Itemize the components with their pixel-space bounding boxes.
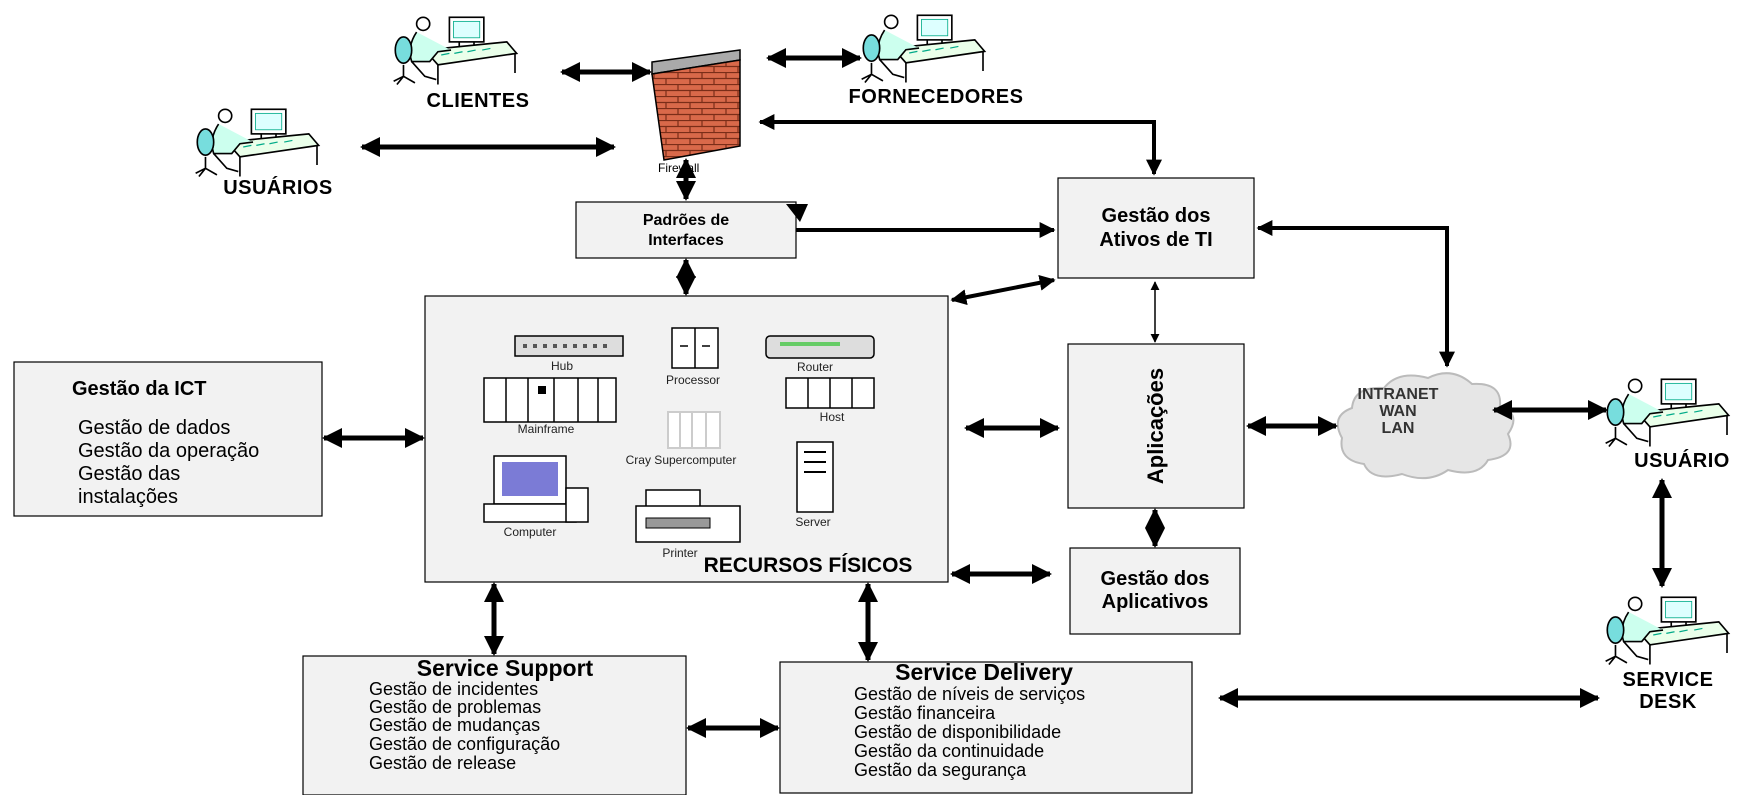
service-delivery-item: Gestão financeira [854, 703, 996, 723]
service-support-item: Gestão de configuração [369, 734, 560, 754]
gestao-aplicativos-line2: Aplicativos [1102, 591, 1209, 613]
fornecedores-actor: FORNECEDORES [849, 14, 1024, 108]
gestao-ativos-box: Gestão dos Ativos de TI [1057, 177, 1255, 279]
service-support-item: Gestão de incidentes [369, 679, 538, 699]
padroes-line1: Padrões de [643, 212, 729, 229]
service-delivery-box: Service Delivery Gestão de níveis de ser… [779, 659, 1193, 794]
clientes-actor: CLIENTES [392, 16, 530, 112]
service-desk-actor: SERVICE DESK [1604, 596, 1730, 713]
clientes-label: CLIENTES [427, 90, 530, 112]
hub-device: Hub [514, 335, 624, 373]
service-delivery-item: Gestão de disponibilidade [854, 722, 1061, 742]
service-support-item: Gestão de mudanças [369, 715, 540, 735]
printer-device: Printer [635, 489, 741, 560]
usuarios-label: USUÁRIOS [223, 176, 333, 199]
printer-label: Printer [662, 546, 697, 560]
aplicacoes-box: Aplicações [1067, 343, 1245, 509]
service-desk-label-line2: DESK [1639, 691, 1697, 713]
gestao-ict-title: Gestão da ICT [72, 378, 206, 400]
person-at-desk-icon [860, 14, 986, 84]
padroes-de-interfaces-box: Padrões de Interfaces [575, 201, 797, 259]
gestao-ativos-line2: Ativos de TI [1099, 229, 1212, 251]
processor-device: Processor [666, 327, 720, 387]
firewall-icon [651, 59, 741, 161]
hub-label: Hub [551, 359, 573, 373]
computer-label: Computer [504, 525, 557, 539]
network-cloud: INTRANET WAN LAN [1336, 372, 1515, 480]
connector-ativos-network [1256, 220, 1455, 368]
network-line2: WAN [1379, 403, 1416, 420]
service-support-title: Service Support [417, 655, 594, 681]
padroes-line2: Interfaces [648, 232, 724, 249]
firewall-label: Firewall [658, 161, 699, 175]
usuario-label: USUÁRIO [1634, 449, 1730, 472]
gestao-ict-box: Gestão da ICT Gestão de dados Gestão da … [13, 361, 323, 517]
service-support-item: Gestão de problemas [369, 697, 541, 717]
service-delivery-title: Service Delivery [895, 659, 1073, 685]
service-support-item: Gestão de release [369, 753, 516, 773]
mainframe-label: Mainframe [518, 422, 575, 436]
gestao-ict-item: Gestão da operação [78, 440, 259, 462]
service-delivery-item: Gestão da segurança [854, 760, 1027, 780]
gestao-aplicativos-line1: Gestão dos [1101, 568, 1210, 590]
gestao-aplicativos-box: Gestão dos Aplicativos [1069, 547, 1241, 635]
service-desk-label-line1: SERVICE [1623, 669, 1714, 691]
person-at-desk-icon [1604, 378, 1730, 448]
hub-icon [514, 335, 624, 357]
server-icon [796, 441, 834, 513]
connector-firewall-ativos [758, 114, 1162, 176]
gestao-ict-item: Gestão das [78, 463, 180, 485]
person-at-desk-icon [392, 16, 518, 86]
fornecedores-label: FORNECEDORES [849, 86, 1024, 108]
usuario-actor: USUÁRIO [1604, 378, 1730, 472]
person-at-desk-icon [1604, 596, 1730, 666]
service-delivery-item: Gestão da continuidade [854, 741, 1044, 761]
server-label: Server [795, 515, 830, 529]
router-device: Router [765, 335, 875, 374]
network-line1: INTRANET [1358, 386, 1439, 403]
gestao-ativos-line1: Gestão dos [1102, 205, 1211, 227]
mainframe-icon [483, 377, 617, 423]
host-label: Host [820, 410, 845, 424]
service-delivery-item: Gestão de níveis de serviços [854, 684, 1085, 704]
router-icon [765, 335, 875, 359]
firewall: Firewall [651, 49, 741, 175]
cray-label: Cray Supercomputer [626, 453, 737, 467]
router-label: Router [797, 360, 833, 374]
connector-recursos-ativos [950, 274, 1056, 306]
processor-label: Processor [666, 373, 720, 387]
aplicacoes-label: Aplicações [1143, 368, 1168, 484]
cray-device: Cray Supercomputer [626, 411, 737, 467]
network-line3: LAN [1382, 420, 1415, 437]
recursos-fisicos-box: Hub Processor Router Mainframe Host Cray… [424, 295, 949, 583]
person-at-desk-icon [194, 108, 320, 178]
padroes-corner-arrow-icon [786, 204, 808, 222]
gestao-ict-item: instalações [78, 486, 178, 508]
connectors [322, 48, 1672, 738]
computer-device: Computer [483, 455, 589, 539]
host-device: Host [785, 377, 875, 424]
cray-supercomputer-icon [667, 411, 721, 449]
service-support-box: Service Support Gestão de incidentes Ges… [302, 655, 687, 795]
server-device: Server [795, 441, 834, 529]
usuarios-actor: USUÁRIOS [194, 108, 333, 199]
gestao-ict-item: Gestão de dados [78, 417, 230, 439]
recursos-fisicos-title: RECURSOS FÍSICOS [704, 554, 913, 577]
mainframe-device: Mainframe [483, 377, 617, 436]
